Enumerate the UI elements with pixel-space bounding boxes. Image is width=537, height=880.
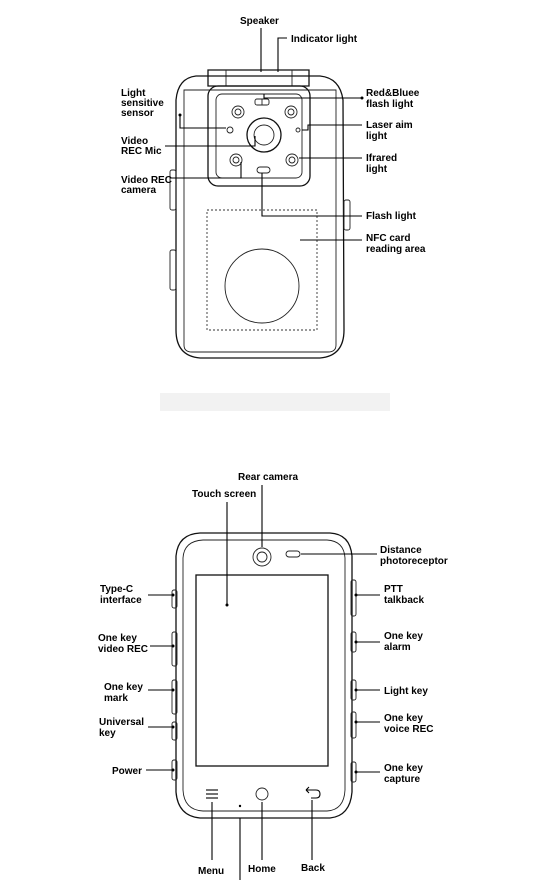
watermark-band <box>160 393 390 411</box>
main-lens-icon <box>246 117 282 153</box>
label-distance-sensor: Distance photoreceptor <box>380 545 448 567</box>
label-menu: Menu <box>198 866 224 877</box>
back-body <box>175 532 353 819</box>
label-video-rec-camera: Video REC camera <box>121 175 175 196</box>
nfc-circle <box>224 248 300 324</box>
back-view <box>146 485 380 880</box>
label-flash-light: Flash light <box>366 211 417 222</box>
label-ptt: PTT talkback <box>384 584 424 606</box>
back-icon <box>305 786 321 799</box>
label-rear-camera: Rear camera <box>238 472 298 483</box>
flash-light-icon <box>256 166 271 174</box>
label-red-blue-flash: Red&Bluee flash light <box>366 88 422 110</box>
label-video-rec-key: One key video REC <box>98 633 148 655</box>
rear-camera-icon <box>252 547 272 567</box>
label-mark-key: One key mark <box>104 682 146 704</box>
front-body <box>175 75 345 359</box>
label-video-rec-mic: Video REC Mic <box>121 136 162 157</box>
lens-module <box>207 85 311 187</box>
label-alarm-key: One key alarm <box>384 631 426 653</box>
label-laser-aim: Laser aim light <box>366 120 415 142</box>
label-power: Power <box>112 766 142 777</box>
label-light-key: Light key <box>384 686 428 697</box>
label-type-c: Type-C interface <box>100 584 142 606</box>
label-infrared-light: Ifrared light <box>366 153 400 175</box>
label-touch-screen: Touch screen <box>192 489 256 500</box>
distance-sensor-icon <box>285 550 301 558</box>
label-universal-key: Universal key <box>99 717 147 739</box>
label-speaker: Speaker <box>240 16 279 27</box>
label-capture-key: One key capture <box>384 763 426 785</box>
label-nfc-area: NFC card reading area <box>366 233 426 255</box>
label-back: Back <box>301 863 325 874</box>
label-voice-rec-key: One key voice REC <box>384 713 433 735</box>
label-indicator-light: Indicator light <box>291 34 358 45</box>
menu-icon <box>206 789 218 799</box>
front-view <box>165 28 364 359</box>
nfc-area <box>206 209 318 331</box>
label-home: Home <box>248 864 276 875</box>
touch-screen <box>195 574 329 767</box>
home-icon <box>255 787 269 801</box>
label-light-sensor: Light sensitive sensor <box>121 88 167 119</box>
